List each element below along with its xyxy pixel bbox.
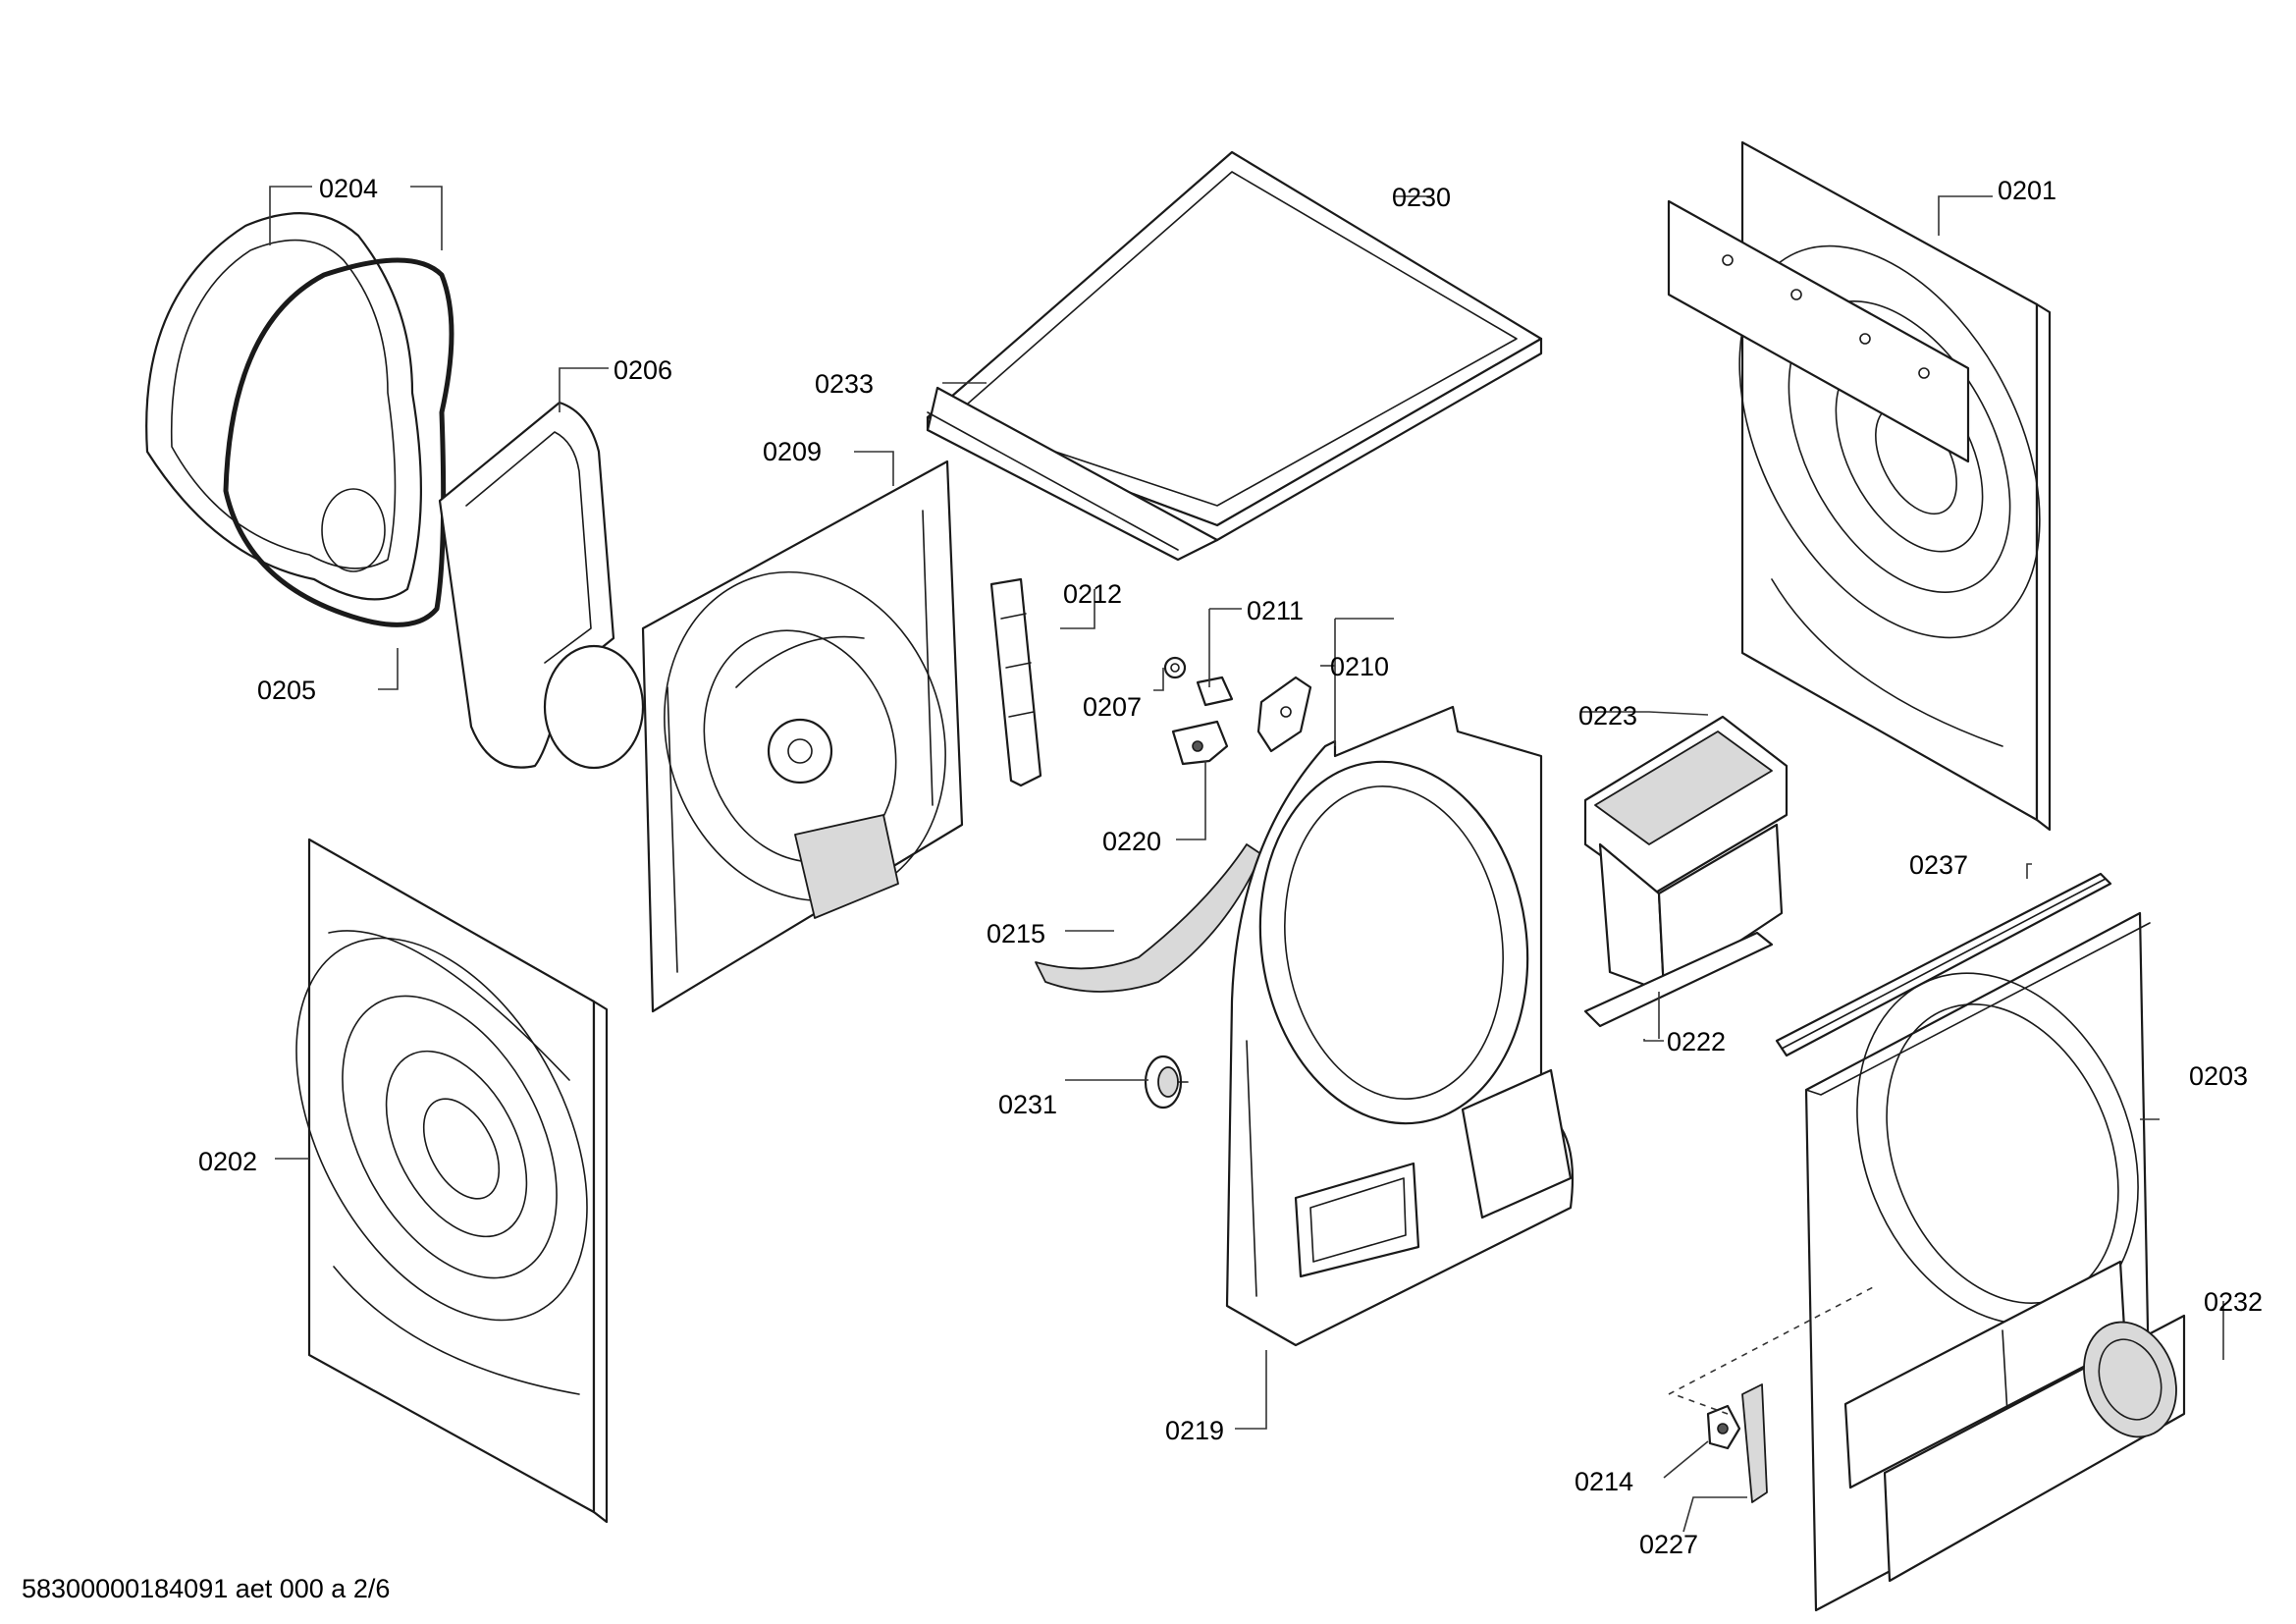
part-0227	[1741, 1383, 1768, 1503]
leader-lines	[269, 186, 2224, 1533]
label-0231: 0231	[998, 1090, 1057, 1119]
label-0204: 0204	[319, 174, 378, 203]
label-0220: 0220	[1102, 827, 1161, 856]
lint-filter-0223	[1583, 715, 1789, 994]
rail-0212	[989, 577, 1042, 787]
label-0205: 0205	[257, 676, 316, 705]
part-0214	[1706, 1404, 1741, 1450]
label-0230: 0230	[1392, 183, 1451, 212]
filter-seal-0222	[1583, 931, 1774, 1028]
part-0220	[1171, 720, 1229, 766]
label-0211: 0211	[1247, 596, 1304, 625]
label-0233: 0233	[815, 369, 874, 399]
label-0237: 0237	[1909, 850, 1968, 880]
gasket-0204	[145, 212, 422, 601]
assembly-line-0227	[1673, 1393, 1729, 1415]
assembly-line-0214	[1668, 1285, 1876, 1395]
part-0211	[1196, 676, 1234, 707]
front-frame-0219	[1225, 705, 1575, 1347]
label-0206: 0206	[614, 355, 672, 385]
document-footer: 58300000184091 aet 000 a 2/6	[22, 1574, 390, 1603]
label-0227: 0227	[1639, 1530, 1698, 1559]
label-0201: 0201	[1998, 176, 2056, 205]
label-0203: 0203	[2189, 1061, 2248, 1091]
part-labels: 0204 0205 0206 0209 0233 0230 0201 0212 …	[198, 174, 2263, 1559]
label-0219: 0219	[1165, 1416, 1224, 1445]
top-rail-0237	[1775, 872, 2112, 1057]
label-0207: 0207	[1083, 692, 1142, 722]
top-cover-seal-0233	[926, 386, 1219, 562]
label-0223: 0223	[1578, 701, 1637, 731]
rear-panel-0209	[641, 460, 964, 1013]
vent-cover-0232	[1883, 1314, 2186, 1583]
side-panel-right-0201	[1667, 140, 2052, 832]
duct-frame-0206	[438, 401, 645, 770]
side-panel-left-0202	[295, 838, 609, 1524]
part-0210	[1256, 676, 1312, 753]
label-0232: 0232	[2204, 1287, 2263, 1317]
gasket-0205	[223, 257, 454, 627]
label-0212: 0212	[1063, 579, 1122, 609]
label-0210: 0210	[1330, 652, 1389, 681]
knob-0231	[1144, 1055, 1189, 1110]
label-0209: 0209	[763, 437, 822, 466]
label-0215: 0215	[987, 919, 1045, 948]
part-0207	[1163, 656, 1187, 679]
label-0202: 0202	[198, 1147, 257, 1176]
label-0222: 0222	[1667, 1027, 1726, 1056]
label-0214: 0214	[1575, 1467, 1633, 1496]
hose-0215	[1035, 843, 1262, 993]
